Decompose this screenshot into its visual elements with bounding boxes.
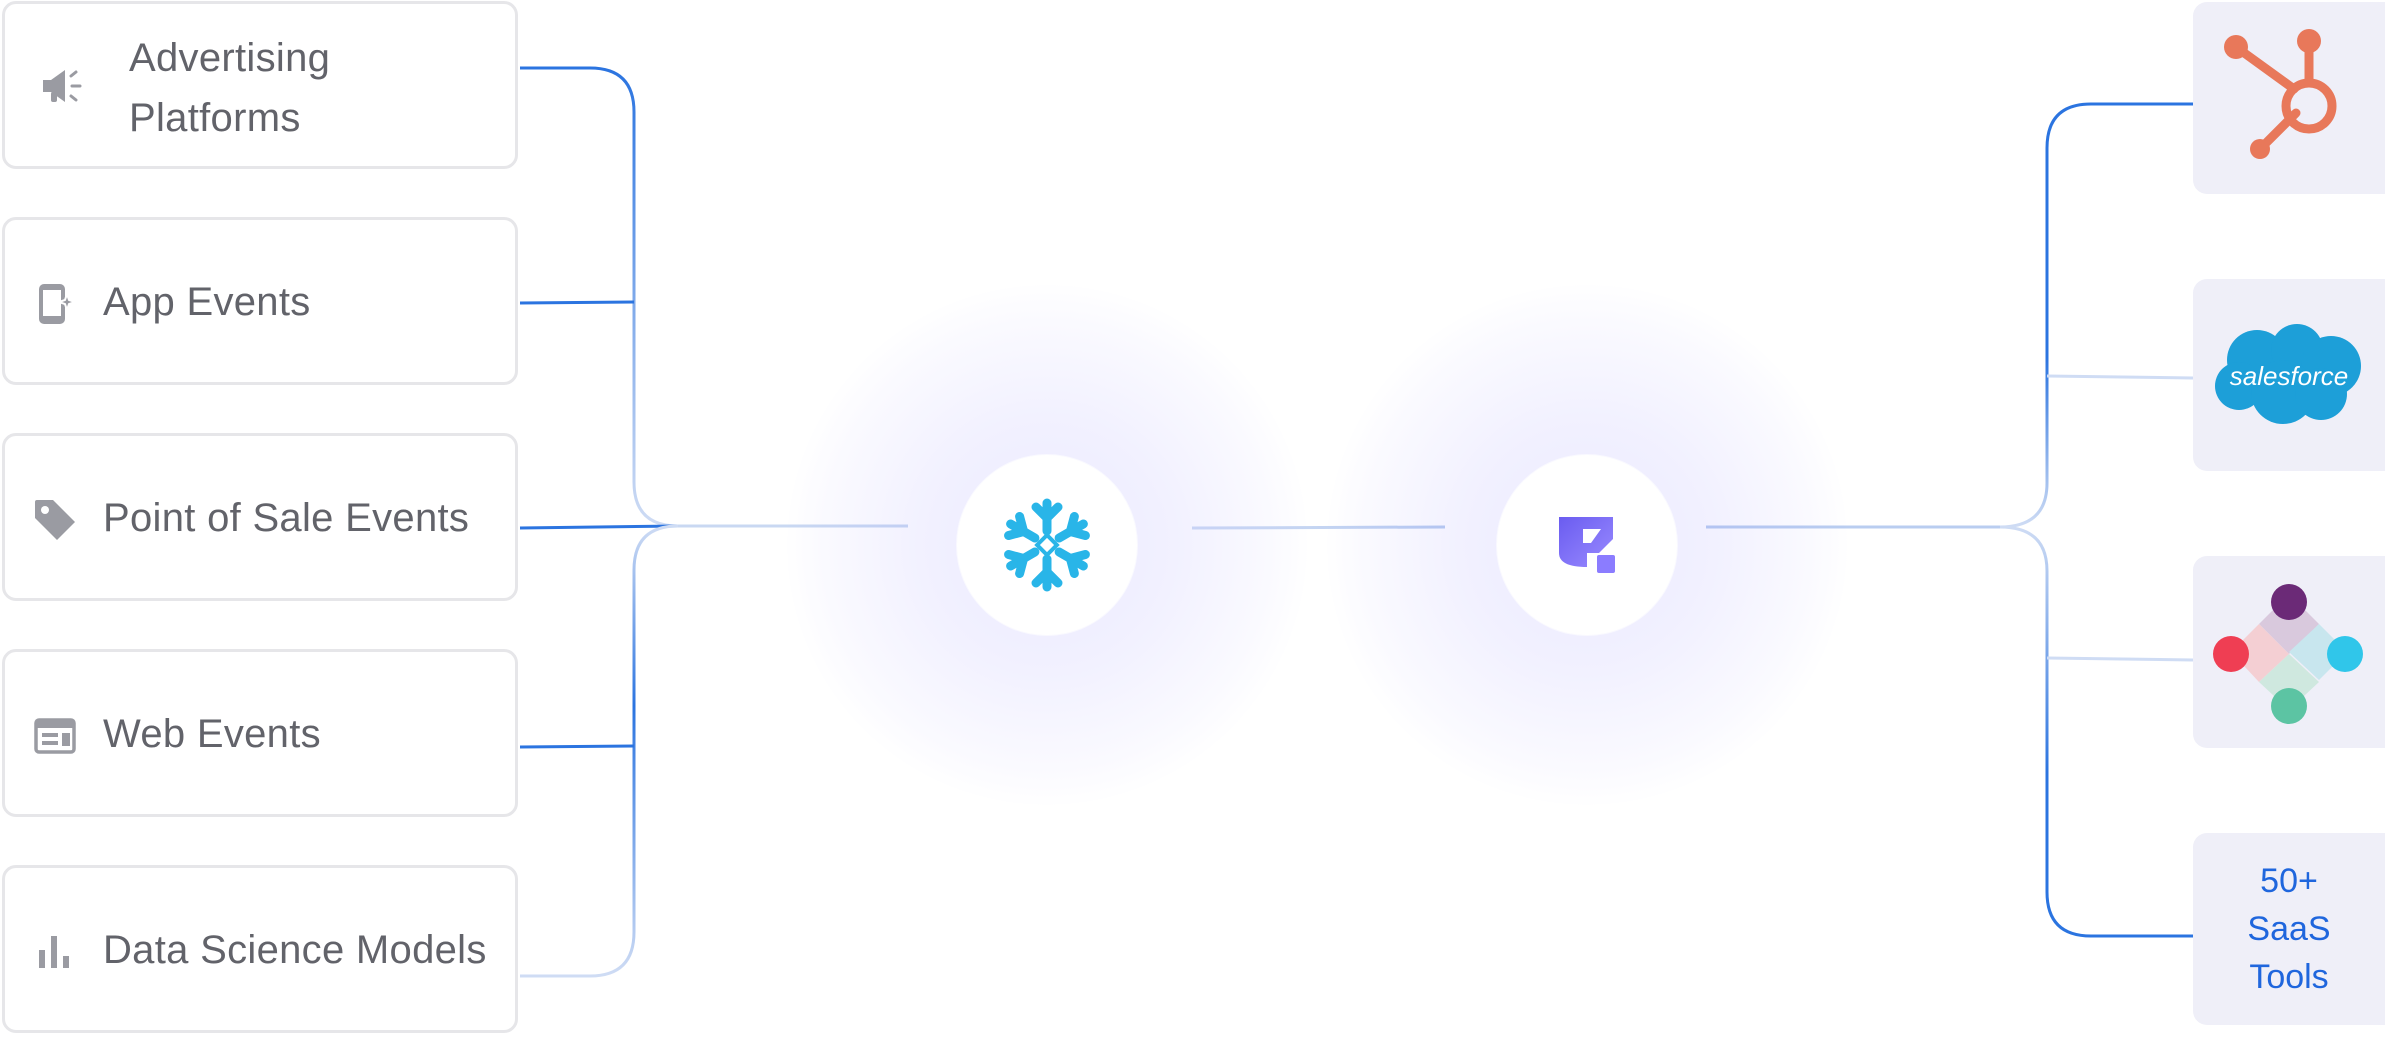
destination-tile-salesforce: salesforce: [2193, 279, 2385, 471]
destination-tile-braze: [2193, 556, 2385, 748]
source-card-point-of-sale-events: Point of Sale Events: [2, 433, 518, 601]
braze-diamond-logo-icon: [2213, 584, 2363, 724]
destination-tile-more-tools: 50+ SaaS Tools: [2193, 833, 2385, 1025]
destination-tile-hubspot: [2193, 2, 2385, 194]
tools-count: 50+: [2260, 862, 2318, 900]
source-card-web-events: Web Events: [2, 649, 518, 817]
more-tools-text: 50+ SaaS Tools: [2214, 857, 2364, 1001]
bar-chart-icon: [33, 930, 77, 974]
source-label: Web Events: [103, 712, 321, 756]
census-hub: [1497, 455, 1677, 635]
source-card-app-events: App Events: [2, 217, 518, 385]
salesforce-logo-text: salesforce: [2230, 361, 2349, 391]
tools-noun: Tools: [2249, 958, 2329, 996]
megaphone-icon: [39, 64, 83, 108]
price-tag-icon: [33, 498, 77, 542]
hubspot-logo-icon: [2224, 29, 2337, 159]
source-label: App Events: [103, 280, 311, 324]
salesforce-logo-icon: salesforce: [2215, 324, 2361, 424]
snowflake-hub: [957, 455, 1137, 635]
browser-window-icon: [33, 714, 77, 758]
source-label: Advertising Platforms: [129, 36, 331, 140]
source-label: Data Science Models: [103, 928, 487, 972]
source-card-data-science-models: Data Science Models: [2, 865, 518, 1033]
source-card-advertising-platforms: Advertising Platforms: [2, 1, 518, 169]
census-logo-icon: [1559, 517, 1615, 573]
tools-category: SaaS: [2247, 910, 2331, 948]
mobile-app-icon: [33, 282, 77, 326]
source-label: Point of Sale Events: [103, 496, 470, 540]
snowflake-logo-icon: [997, 498, 1097, 595]
